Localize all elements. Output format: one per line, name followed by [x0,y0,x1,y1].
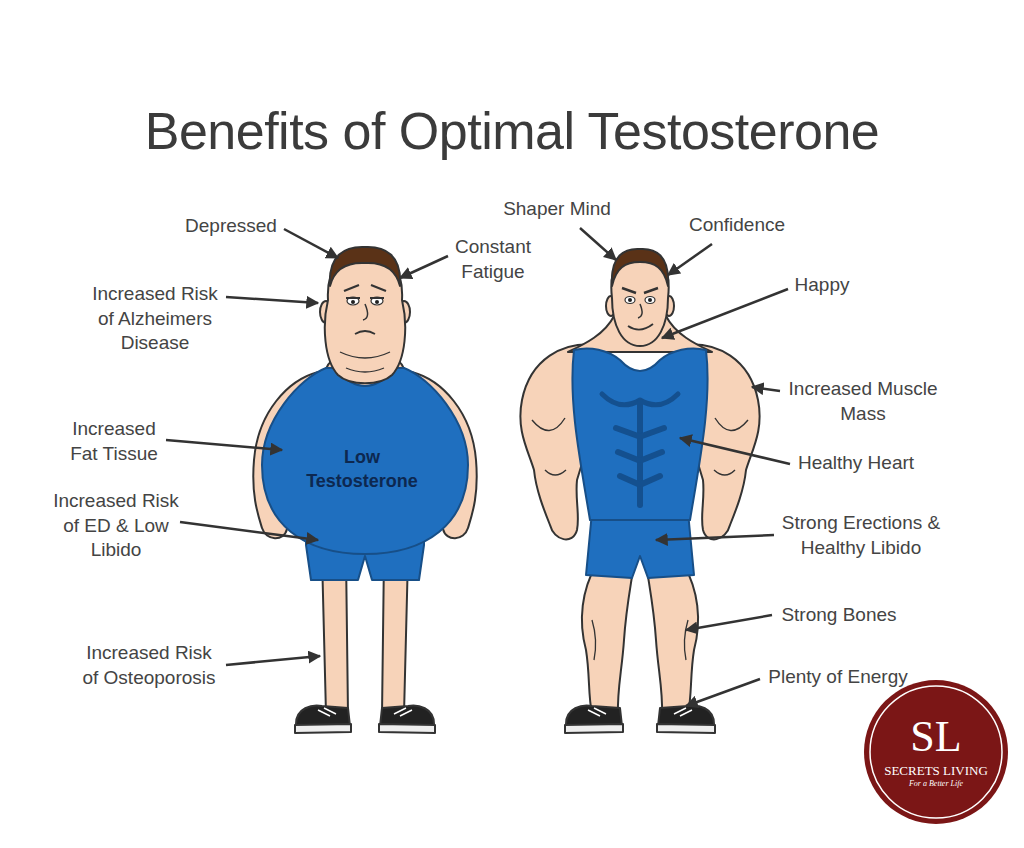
shoe [295,706,351,733]
title: Benefits of Optimal Testosterone [0,102,1024,162]
tank-top [262,368,468,554]
sad-face [340,285,390,372]
leader-arrow [166,440,282,450]
callout-label: Happy [777,273,867,298]
logo-badge: SL SECRETS LIVINGFor a Better Life [864,680,1008,824]
callout-label: Increased Fat Tissue [62,417,167,466]
confident-face [622,288,658,330]
badge-fill [864,680,1008,824]
leader-arrow [226,656,320,665]
leader-arrow [580,228,616,260]
hair [612,249,668,286]
callout-label: Strong Bones [759,603,919,628]
leader-arrows [166,228,790,706]
callout-label: Depressed [166,214,296,239]
abs-pattern [602,394,678,505]
callout-label: Increased Risk of Alzheimers Disease [85,282,225,356]
optimal-t-figure [520,249,759,733]
badge-ring [870,686,1002,818]
callout-label: Increased Muscle Mass [778,377,948,426]
shoe [657,706,715,733]
leader-arrow [400,256,448,278]
callout-label: Confidence [667,213,807,238]
callout-label: Increased Risk of ED & Low Libido [46,489,186,563]
callout-label: Constant Fatigue [438,235,548,284]
brand-name: SECRETS LIVING [884,763,988,779]
callout-label: Shaper Mind [482,197,632,222]
leader-arrow [180,522,318,540]
tagline: For a Better Life [909,779,963,789]
callout-label: Strong Erections & Healthy Libido [769,511,954,560]
hair [330,247,400,286]
leader-arrow [226,297,318,303]
shoe [379,706,435,733]
leader-arrow [668,244,712,275]
callout-label: Increased Risk of Osteoporosis [79,641,219,690]
leader-arrow [752,387,780,391]
leader-arrow [656,535,774,540]
leader-arrow [680,438,790,464]
tank-top [572,348,707,520]
shorts [586,512,694,578]
belly-label: Low Testosterone [297,445,427,494]
leader-arrow [662,289,788,338]
leader-arrow [686,679,760,706]
leader-arrow [284,229,338,258]
badge-text: SL SECRETS LIVINGFor a Better Life [884,715,988,788]
leg [582,565,633,714]
callout-label: Plenty of Energy [743,665,933,690]
shoe [565,706,623,733]
calf-line [592,620,688,660]
leader-arrow [686,615,772,630]
leg [647,565,698,714]
callout-label: Healthy Heart [771,451,941,476]
logo-monogram: SL [910,715,961,759]
